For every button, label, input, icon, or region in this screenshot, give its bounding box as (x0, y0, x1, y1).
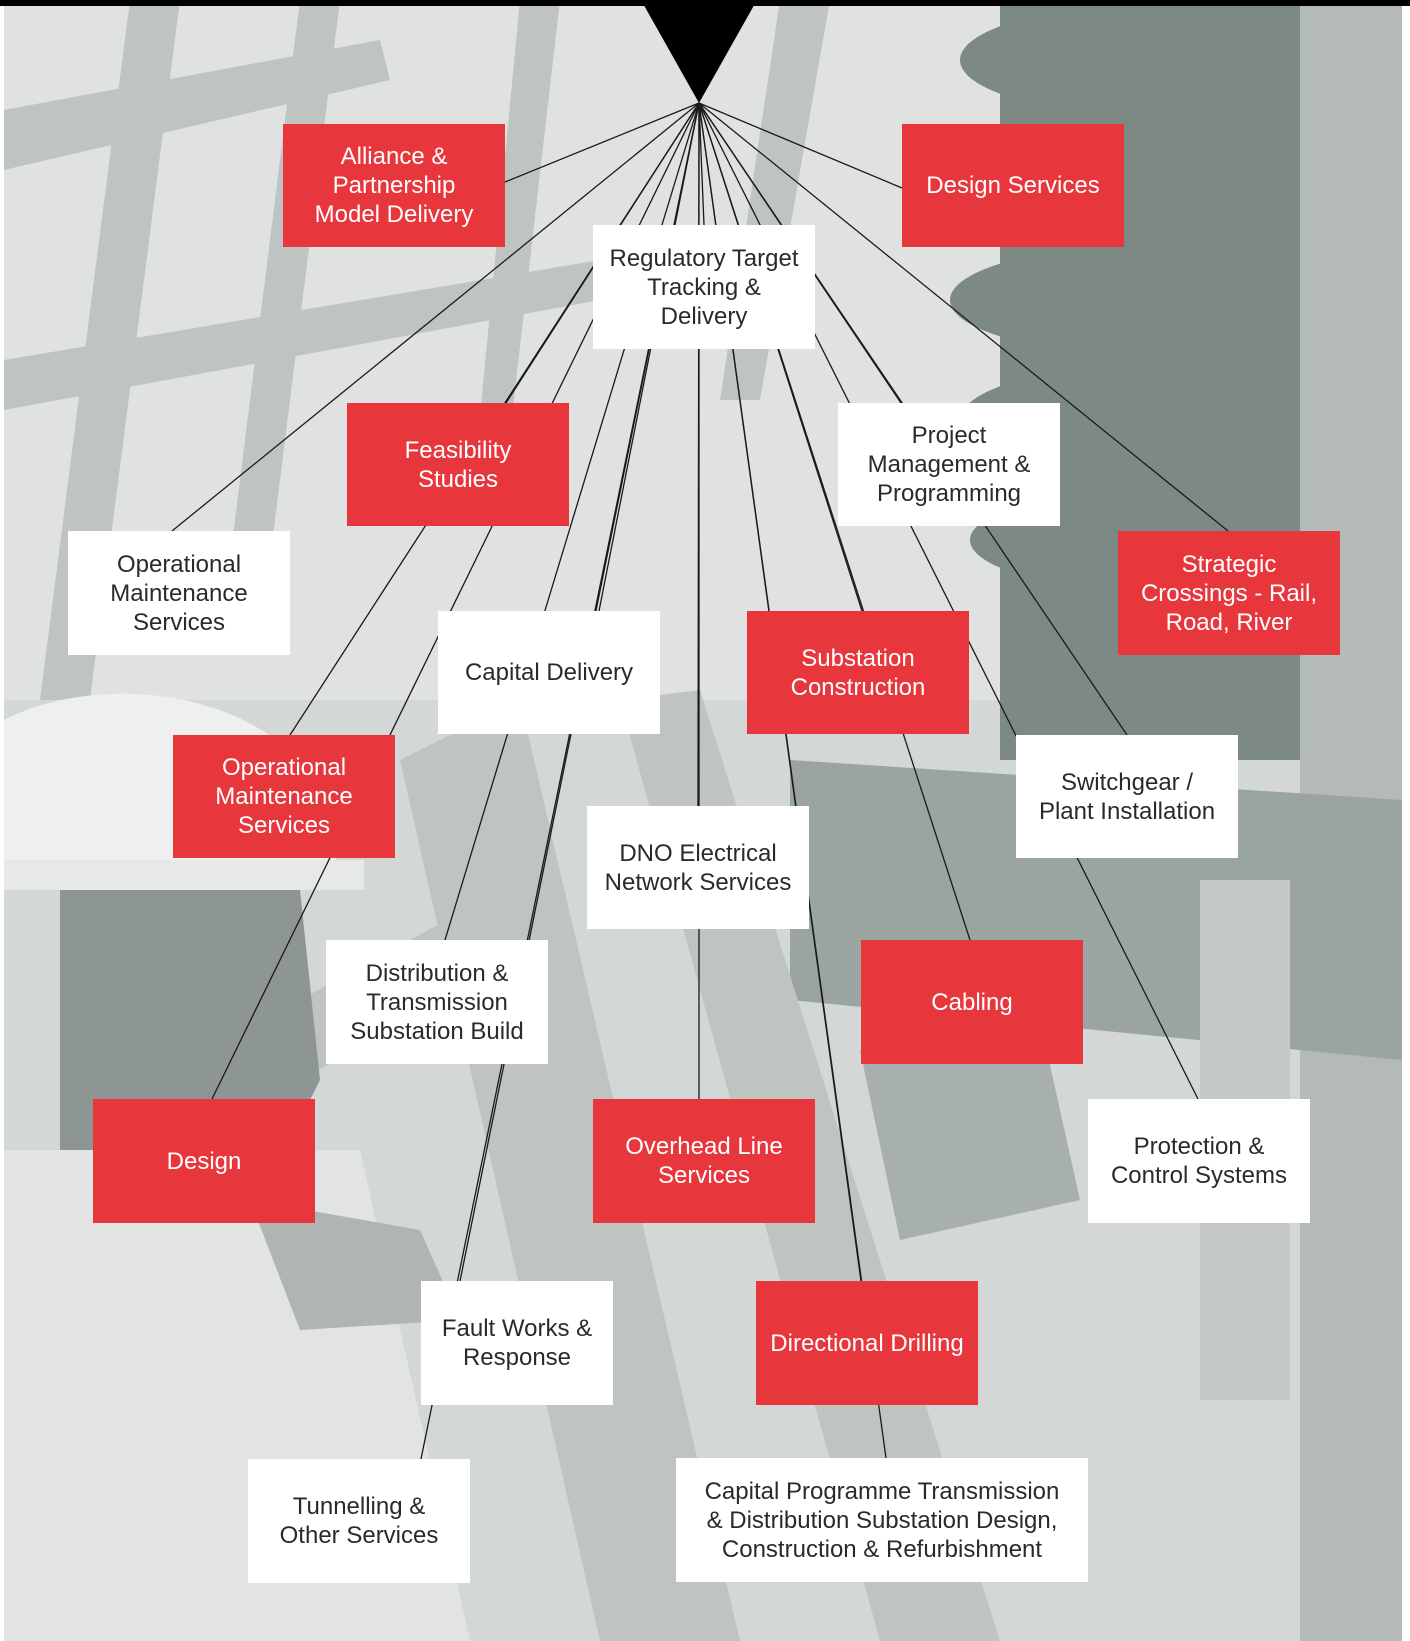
node-operational-maintenance-red: Operational Maintenance Services (173, 735, 395, 858)
hub-triangle (641, 0, 757, 103)
connector-line (698, 102, 705, 226)
node-strategic-crossings: Strategic Crossings - Rail, Road, River (1118, 531, 1340, 655)
connector-line (504, 102, 700, 183)
node-fault-works: Fault Works & Response (421, 1281, 613, 1405)
node-dno-electrical: DNO Electrical Network Services (587, 806, 809, 929)
node-alliance-partnership: Alliance & Partnership Model Delivery (283, 124, 505, 247)
node-project-management: Project Management & Programming (838, 403, 1060, 526)
connector-line (698, 102, 1229, 532)
node-operational-maintenance-white: Operational Maintenance Services (68, 531, 290, 655)
node-switchgear: Switchgear / Plant Installation (1016, 735, 1238, 858)
node-cabling: Cabling (861, 940, 1083, 1064)
node-regulatory-target: Regulatory Target Tracking & Delivery (593, 225, 815, 349)
connector-line (698, 102, 903, 189)
node-overhead-line: Overhead Line Services (593, 1099, 815, 1223)
node-protection-control: Protection & Control Systems (1088, 1099, 1310, 1223)
node-capital-programme: Capital Programme Transmission & Distrib… (676, 1458, 1088, 1582)
node-substation-construction: Substation Construction (747, 611, 969, 734)
node-design-services: Design Services (902, 124, 1124, 247)
node-distribution-transmission: Distribution & Transmission Substation B… (326, 940, 548, 1064)
node-tunnelling: Tunnelling & Other Services (248, 1459, 470, 1583)
node-directional-drilling: Directional Drilling (756, 1281, 978, 1405)
node-design: Design (93, 1099, 315, 1223)
connector-line (171, 102, 700, 532)
node-capital-delivery: Capital Delivery (438, 611, 660, 734)
node-feasibility-studies: Feasibility Studies (347, 403, 569, 526)
